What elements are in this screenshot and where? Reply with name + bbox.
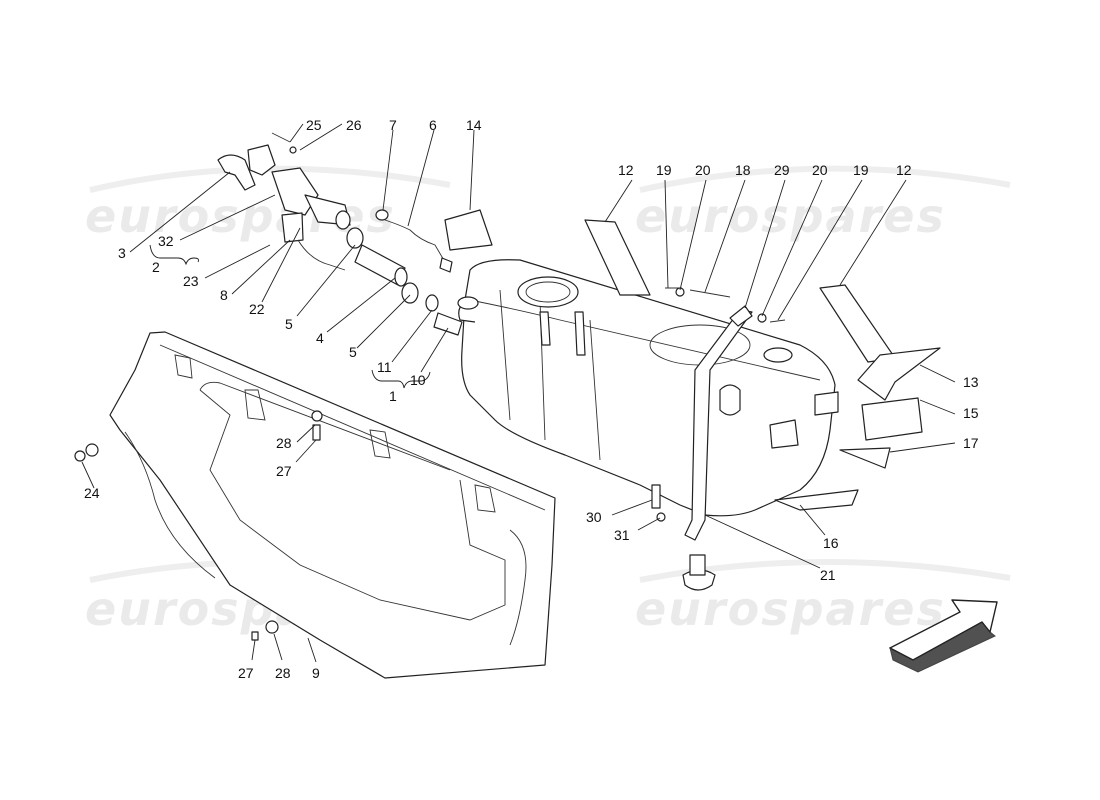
callout-25: 25 <box>306 117 322 133</box>
callout-27-bottom: 27 <box>238 665 254 681</box>
callout-23: 23 <box>183 273 199 289</box>
bottom-pad <box>774 489 859 511</box>
callout-13: 13 <box>963 374 979 390</box>
filler-neck-assembly <box>217 144 351 271</box>
callout-14: 14 <box>466 117 482 133</box>
mounting-base <box>682 554 716 591</box>
callout-24: 24 <box>84 485 100 501</box>
callout-17: 17 <box>963 435 979 451</box>
callout-15: 15 <box>963 405 979 421</box>
callout-30: 30 <box>586 509 602 525</box>
callout-3: 3 <box>118 245 126 261</box>
callout-7: 7 <box>389 117 397 133</box>
callout-1: 1 <box>389 388 397 404</box>
callout-31: 31 <box>614 527 630 543</box>
callout-16: 16 <box>823 535 839 551</box>
callout-19-left: 19 <box>656 162 672 178</box>
callout-9: 9 <box>312 665 320 681</box>
callout-26: 26 <box>346 117 362 133</box>
callout-32: 32 <box>158 233 174 249</box>
fasteners-top <box>271 132 786 323</box>
callout-18: 18 <box>735 162 751 178</box>
callout-12-left: 12 <box>618 162 634 178</box>
callout-2: 2 <box>152 259 160 275</box>
callout-12-right: 12 <box>896 162 912 178</box>
underbody-shield <box>109 331 556 679</box>
callout-20-right: 20 <box>812 162 828 178</box>
watermark-bottom-right: eurospares <box>635 582 946 636</box>
callout-27-top: 27 <box>276 463 292 479</box>
tank-strap <box>684 305 753 541</box>
callout-20-left: 20 <box>695 162 711 178</box>
callout-labels: 25 26 7 6 14 12 19 20 18 29 20 19 12 3 3… <box>84 117 979 681</box>
callout-4: 4 <box>316 330 324 346</box>
callout-21: 21 <box>820 567 836 583</box>
callout-28-bottom: 28 <box>275 665 291 681</box>
callout-11: 11 <box>377 359 392 375</box>
leader-lines <box>81 123 956 663</box>
callout-19-right: 19 <box>853 162 869 178</box>
callout-5-bottom: 5 <box>349 344 357 360</box>
callout-5-top: 5 <box>285 316 293 332</box>
tank-pads-right <box>839 347 941 469</box>
callout-8: 8 <box>220 287 228 303</box>
callout-29: 29 <box>774 162 790 178</box>
fuel-hoses <box>346 209 493 336</box>
callout-6: 6 <box>429 117 437 133</box>
callout-22: 22 <box>249 301 265 317</box>
watermark-top-right: eurospares <box>635 189 946 243</box>
strap-pads <box>584 219 896 363</box>
callout-10: 10 <box>410 372 426 388</box>
callout-28-top: 28 <box>276 435 292 451</box>
fasteners-bottom <box>74 410 666 641</box>
fuel-tank <box>457 259 839 517</box>
front-direction-arrow-icon <box>889 599 998 673</box>
